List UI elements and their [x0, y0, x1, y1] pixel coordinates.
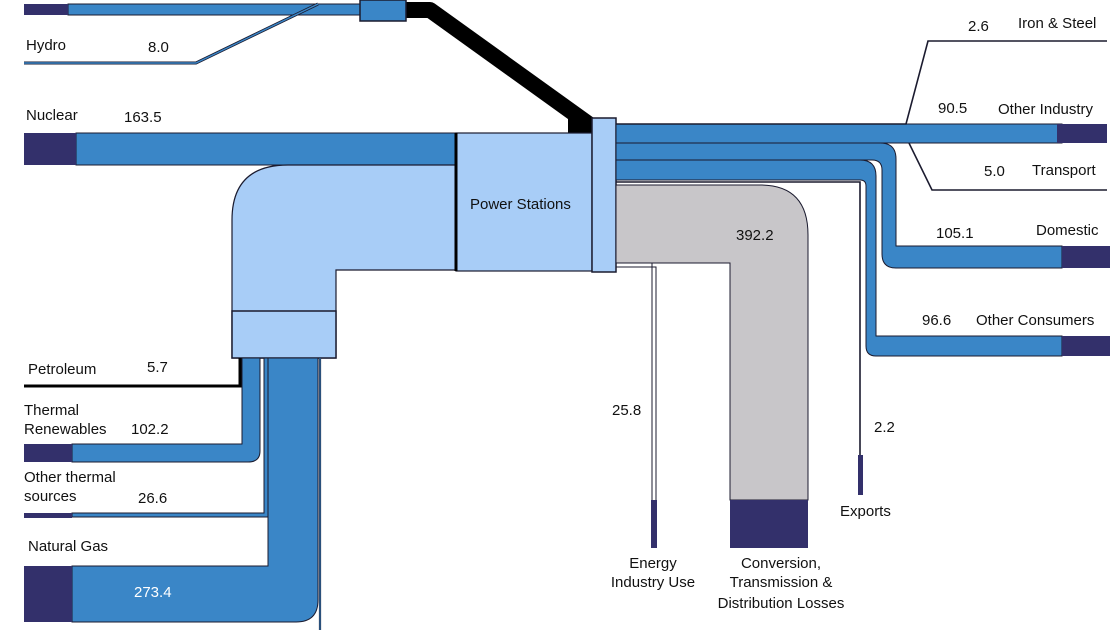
- hydro-value: 8.0: [148, 39, 169, 56]
- thermal-renewables-value: 102.2: [131, 421, 169, 438]
- thermal-collector-box: [231, 310, 337, 359]
- hydro-flow-inner: [24, 3, 319, 64]
- petroleum-label: Petroleum: [28, 361, 97, 378]
- energy-industry-label-line1: Energy: [629, 555, 677, 572]
- losses-label-line1: Conversion,: [740, 555, 822, 572]
- other-thermal-label-line1: Other thermal: [24, 469, 116, 486]
- other-industry-flow: [615, 123, 1063, 144]
- top-input-anchor: [24, 4, 68, 15]
- exports-anchor: [858, 455, 863, 495]
- top-junction-box: [359, 0, 407, 22]
- other-consumers-anchor: [1062, 336, 1110, 356]
- exports-label: Exports: [840, 503, 891, 520]
- natural-gas-flow: [71, 357, 319, 623]
- domestic-anchor: [1062, 246, 1110, 268]
- losses-label-line2: Transmission &: [729, 574, 833, 591]
- domestic-label: Domestic: [1036, 222, 1099, 239]
- other-thermal-label-line2: sources: [24, 488, 77, 505]
- other-industry-anchor: [1057, 124, 1107, 143]
- losses-label-line3: Distribution Losses: [717, 595, 845, 612]
- iron-steel-flow: [616, 40, 1107, 125]
- thermal-renewables-anchor: [24, 444, 72, 462]
- hydro-label: Hydro: [26, 37, 67, 54]
- other-consumers-label: Other Consumers: [976, 312, 1095, 329]
- other-industry-value: 90.5: [938, 100, 968, 117]
- energy-industry-anchor: [651, 500, 657, 548]
- other-industry-label: Other Industry: [998, 101, 1094, 118]
- other-consumers-flow: [615, 159, 1063, 357]
- nuclear-value: 163.5: [124, 109, 162, 126]
- other-thermal-value: 26.6: [138, 490, 168, 507]
- nuclear-anchor: [24, 133, 76, 165]
- iron-steel-label: Iron & Steel: [1018, 15, 1097, 32]
- nuclear-label: Nuclear: [26, 107, 78, 124]
- iron-steel-value: 2.6: [968, 18, 989, 35]
- transport-value: 5.0: [984, 163, 1005, 180]
- energy-industry-label-line2: Industry Use: [610, 574, 696, 591]
- transport-label: Transport: [1032, 162, 1096, 179]
- exports-flow: [616, 181, 861, 495]
- coal-entry-bar: [568, 118, 596, 134]
- coal-flow: [405, 2, 595, 132]
- power-stations-output-bar: [591, 117, 617, 273]
- energy-industry-value: 25.8: [612, 402, 642, 419]
- other-thermal-anchor: [24, 513, 72, 518]
- thermal-renewables-flow: [71, 357, 261, 463]
- thermal-renewables-label-line1: Thermal: [24, 402, 80, 419]
- natural-gas-label: Natural Gas: [28, 538, 109, 555]
- energy-industry-flow-2: [616, 266, 657, 548]
- energy-industry-flow: [616, 262, 653, 548]
- natural-gas-anchor: [24, 566, 72, 622]
- losses-value: 392.2: [736, 227, 774, 244]
- domestic-flow: [615, 142, 1063, 269]
- thermal-renewables-label-line2: Renewables: [24, 421, 107, 438]
- exports-value: 2.2: [874, 419, 895, 436]
- natural-gas-value: 273.4: [134, 584, 172, 601]
- nuclear-flow: [75, 132, 457, 166]
- other-consumers-value: 96.6: [922, 312, 952, 329]
- losses-anchor: [730, 500, 808, 548]
- petroleum-flow: [24, 358, 242, 388]
- petroleum-value: 5.7: [147, 359, 168, 376]
- domestic-value: 105.1: [936, 225, 974, 242]
- losses-flow: [615, 184, 809, 501]
- power-stations-label: Power Stations: [470, 196, 571, 213]
